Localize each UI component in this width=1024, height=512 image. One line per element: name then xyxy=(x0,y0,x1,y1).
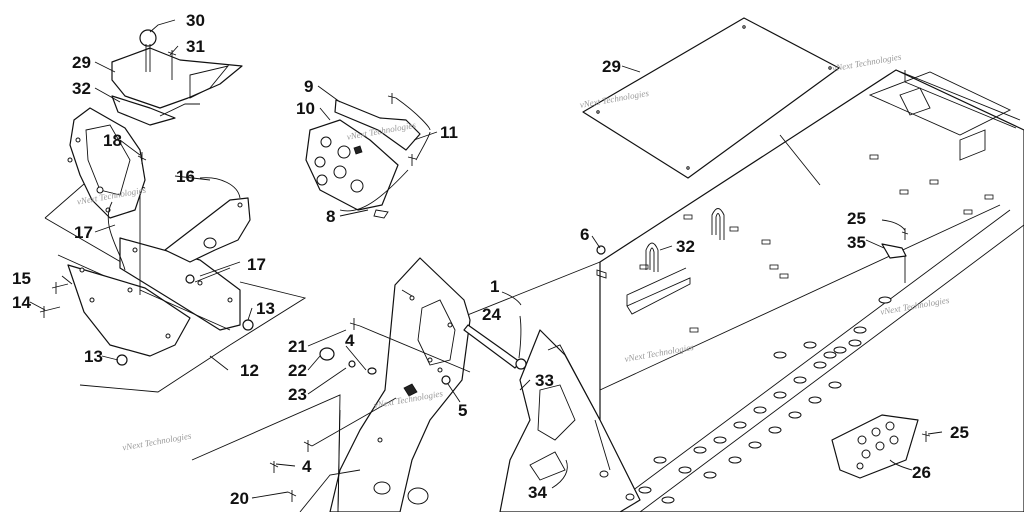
callout-leaders xyxy=(29,19,943,499)
callout-30: 31 xyxy=(186,37,205,56)
callout-20: 20 xyxy=(230,489,249,508)
steering-support-bracket xyxy=(164,197,251,263)
callout-4a: 4 xyxy=(345,331,355,350)
front-bulkhead xyxy=(299,257,641,512)
callout-10: 10 xyxy=(296,99,315,118)
callout-6: 6 xyxy=(580,225,589,244)
callout-25a: 25 xyxy=(847,209,866,228)
tunnel-cover-panel xyxy=(582,17,840,179)
upper-steering-bracket xyxy=(67,107,147,271)
callout-31: 32 xyxy=(72,79,91,98)
callout-16: 15 xyxy=(12,269,31,288)
callout-17a: 17 xyxy=(74,223,93,242)
callout-11: 11 xyxy=(440,123,458,142)
running-board-holes xyxy=(638,296,892,504)
callout-13a: 13 xyxy=(256,299,275,318)
callout-22: 22 xyxy=(288,361,307,380)
tunnel-assembly xyxy=(429,69,1024,512)
callout-26: 26 xyxy=(912,463,931,482)
callout-25b: 25 xyxy=(950,423,969,442)
callout-labels: 30 31 29 32 18 16 17 17 15 14 13 13 12 9… xyxy=(12,11,969,508)
rear-step-bracket xyxy=(831,219,931,479)
callout-27: 29 xyxy=(602,57,621,76)
callout-14: 14 xyxy=(12,293,31,312)
callout-33: 33 xyxy=(535,371,554,390)
callout-32: 32 xyxy=(676,237,695,256)
callout-9: 9 xyxy=(304,77,313,96)
callout-29: 30 xyxy=(186,11,205,30)
callout-1: 1 xyxy=(490,277,499,296)
callout-13b: 13 xyxy=(84,347,103,366)
callout-28: 29 xyxy=(72,53,91,72)
u-bolt-pair xyxy=(645,208,725,272)
callout-35: 35 xyxy=(847,233,866,252)
callout-12: 12 xyxy=(240,361,259,380)
callout-21: 21 xyxy=(288,337,307,356)
bolt-and-nut-hardware xyxy=(191,245,607,512)
callout-15: 16 xyxy=(176,167,195,186)
callout-34: 34 xyxy=(528,483,547,502)
shroud-support-bracket xyxy=(111,29,243,126)
callout-24: 24 xyxy=(482,305,501,324)
callout-18: 18 xyxy=(103,131,122,150)
vent-bracket-assembly xyxy=(305,93,431,219)
left-mounting-bracket xyxy=(39,158,307,393)
callout-5: 5 xyxy=(458,401,467,420)
callout-4b: 4 xyxy=(302,457,312,476)
callout-23: 23 xyxy=(288,385,307,404)
watermark-text: vNext Technologies xyxy=(831,51,902,73)
callout-17b: 17 xyxy=(247,255,266,274)
watermark-text: vNext Technologies xyxy=(121,430,192,452)
callout-8: 8 xyxy=(326,207,335,226)
